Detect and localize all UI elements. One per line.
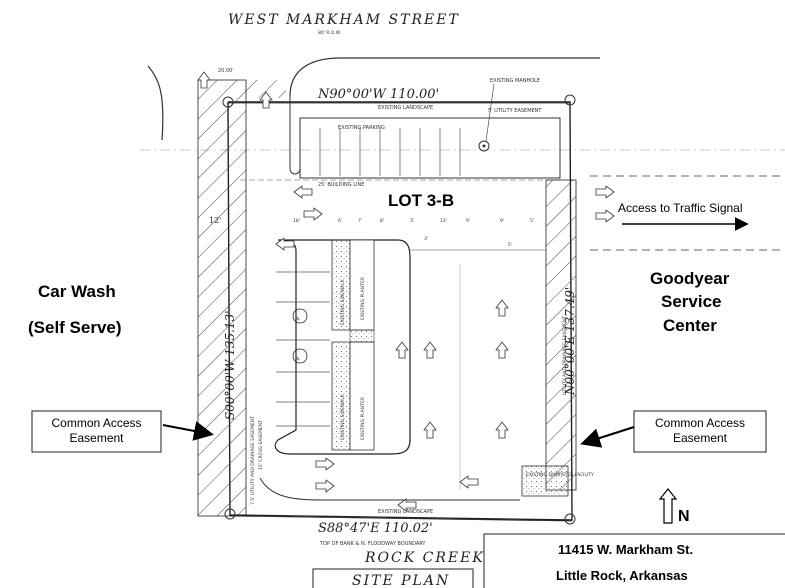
west-easement-hatch: [197, 79, 247, 517]
north-boundary-dimension: N90°00'W 110.00': [317, 87, 439, 102]
lot-label: LOT 3-B: [388, 191, 454, 210]
interior-dimensions: 18' 6' 7' 8' 3' 12' 9' 9' 5' 3' 5': [293, 218, 534, 248]
planter-south-label: EXISTING PLANTER: [360, 397, 366, 440]
svg-text:♿: ♿: [296, 356, 300, 362]
common-access-right-box: [633, 410, 767, 453]
arrow-up-a: [395, 341, 409, 359]
cross-easement-label: 15' CROSS EASEMENT: [258, 420, 264, 470]
svg-text:9': 9': [500, 218, 504, 224]
east-utility-easement-label: UTILITY AND DRAINAGE EASEMENT: [562, 316, 568, 395]
planter-south: [349, 341, 375, 451]
arrow-up-n: [259, 91, 273, 109]
sidewalk-north-label: EXISTING SIDEWALK: [340, 278, 346, 325]
arrow-up-c: [495, 341, 509, 359]
signal-arrows: [595, 185, 615, 223]
svg-text:6': 6': [338, 218, 342, 224]
corner-marker-ne: [564, 94, 576, 106]
dumpster-enclosure: [521, 465, 569, 497]
arrow-right-2: [315, 457, 335, 471]
road-curve-left: [147, 65, 164, 141]
top-parking-stalls: [319, 128, 461, 176]
existing-landscape-bottom: EXISTING LANDSCAPE: [378, 509, 433, 515]
site-plan-title: SITE PLAN: [352, 573, 450, 588]
east-easement-hatch: [545, 179, 577, 491]
goodyear-label-line3: Center: [663, 316, 717, 335]
west-parking-stalls: [276, 271, 330, 427]
south-dim-line: [229, 515, 573, 522]
arrow-up-b: [423, 341, 437, 359]
planter-north-label: EXISTING PLANTER: [360, 277, 366, 320]
existing-manhole-label: EXISTING MANHOLE: [490, 78, 540, 84]
road-curb-top: [289, 57, 600, 97]
dumpster-label: EXISTING DUMPSTER FACILITY: [526, 472, 594, 478]
top-easement-hatch: [246, 80, 286, 98]
address-line1: 11415 W. Markham St.: [558, 542, 693, 557]
central-island: [274, 239, 411, 455]
row-note: 80' R.O.W.: [318, 30, 341, 36]
svg-text:18': 18': [293, 218, 300, 224]
address-box: [483, 533, 785, 588]
svg-text:12': 12': [440, 218, 447, 224]
svg-text:8': 8': [380, 218, 384, 224]
arrow-up-nw: [197, 71, 211, 89]
dim-top-left: 20.00': [218, 68, 234, 74]
common-access-left-label: Common Access Easement: [51, 416, 142, 445]
common-access-left-box: [31, 410, 162, 453]
arrow-left-3: [459, 475, 479, 489]
traffic-arrows: [197, 71, 509, 512]
east-boundary-dimension: N00°00'E 137.49': [563, 287, 577, 396]
west-boundary-dimension: S00°00'W 135.13': [223, 311, 237, 421]
manhole-leader: [485, 83, 495, 142]
svg-text:3': 3': [410, 218, 414, 224]
floodway-note: TOP OF BANK & N. FLOODWAY BOUNDARY: [319, 541, 426, 547]
north-arrow-icon: [658, 488, 678, 524]
south-boundary-dimension: S88°47'E 110.02': [318, 521, 433, 536]
svg-text:♿: ♿: [296, 316, 300, 322]
planter-north: [349, 239, 375, 331]
common-access-right-label: Common Access Easement: [654, 416, 746, 445]
street-name: WEST MARKHAM STREET: [228, 12, 460, 28]
address-line2: Little Rock, Arkansas: [556, 568, 688, 583]
common-access-right-arrow: [580, 426, 635, 448]
car-wash-sublabel: (Self Serve): [28, 318, 122, 337]
arrow-left-1: [293, 185, 313, 199]
car-wash-label: Car Wash: [38, 282, 116, 301]
arrow-right-1: [303, 207, 323, 221]
building-line-label: 25' BUILDING LINE: [318, 182, 364, 188]
existing-landscape-top: EXISTING LANDSCAPE: [378, 105, 433, 111]
svg-text:7': 7': [358, 218, 362, 224]
south-curb: [259, 477, 520, 501]
arrow-up-f: [495, 421, 509, 439]
manhole-icon: [478, 140, 490, 152]
site-plan-title-box: [312, 568, 474, 588]
corner-marker-se: [564, 513, 576, 525]
west-utility-easement-label: 7.5' UTILITY AND DRAINAGE EASEMENT: [250, 416, 256, 505]
svg-text:3': 3': [424, 236, 428, 242]
arrow-up-e: [423, 421, 437, 439]
manhole-center: [482, 144, 486, 148]
sidewalk-crossing: [349, 329, 375, 343]
access-traffic-signal-label: Access to Traffic Signal: [618, 201, 743, 215]
north-label: N: [678, 508, 690, 525]
arrow-right-3: [315, 479, 335, 493]
utility-easement-top: 5' UTILITY EASEMENT: [488, 108, 542, 114]
arrow-left-2: [275, 237, 295, 251]
goodyear-label-line2: Service: [661, 292, 722, 311]
arrow-up-d: [495, 299, 509, 317]
arrow-left-4: [397, 498, 417, 512]
existing-parking-label: EXISTING PARKING: [338, 125, 385, 131]
goodyear-label-line1: Goodyear: [650, 269, 730, 288]
common-access-left-arrow: [162, 421, 214, 441]
svg-text:9': 9': [466, 218, 470, 224]
sidewalk-south-label: EXISTING SIDEWALK: [340, 393, 346, 440]
rock-creek-label: ROCK CREEK: [364, 550, 485, 566]
entry-island-curb: [289, 96, 301, 175]
dim-12-left: 12': [209, 216, 221, 225]
svg-text:5': 5': [530, 218, 534, 224]
accessible-parking-icon-1: ♿: [292, 308, 308, 324]
svg-text:5': 5': [508, 242, 512, 248]
accessible-parking-icon-2: ♿: [292, 348, 308, 364]
